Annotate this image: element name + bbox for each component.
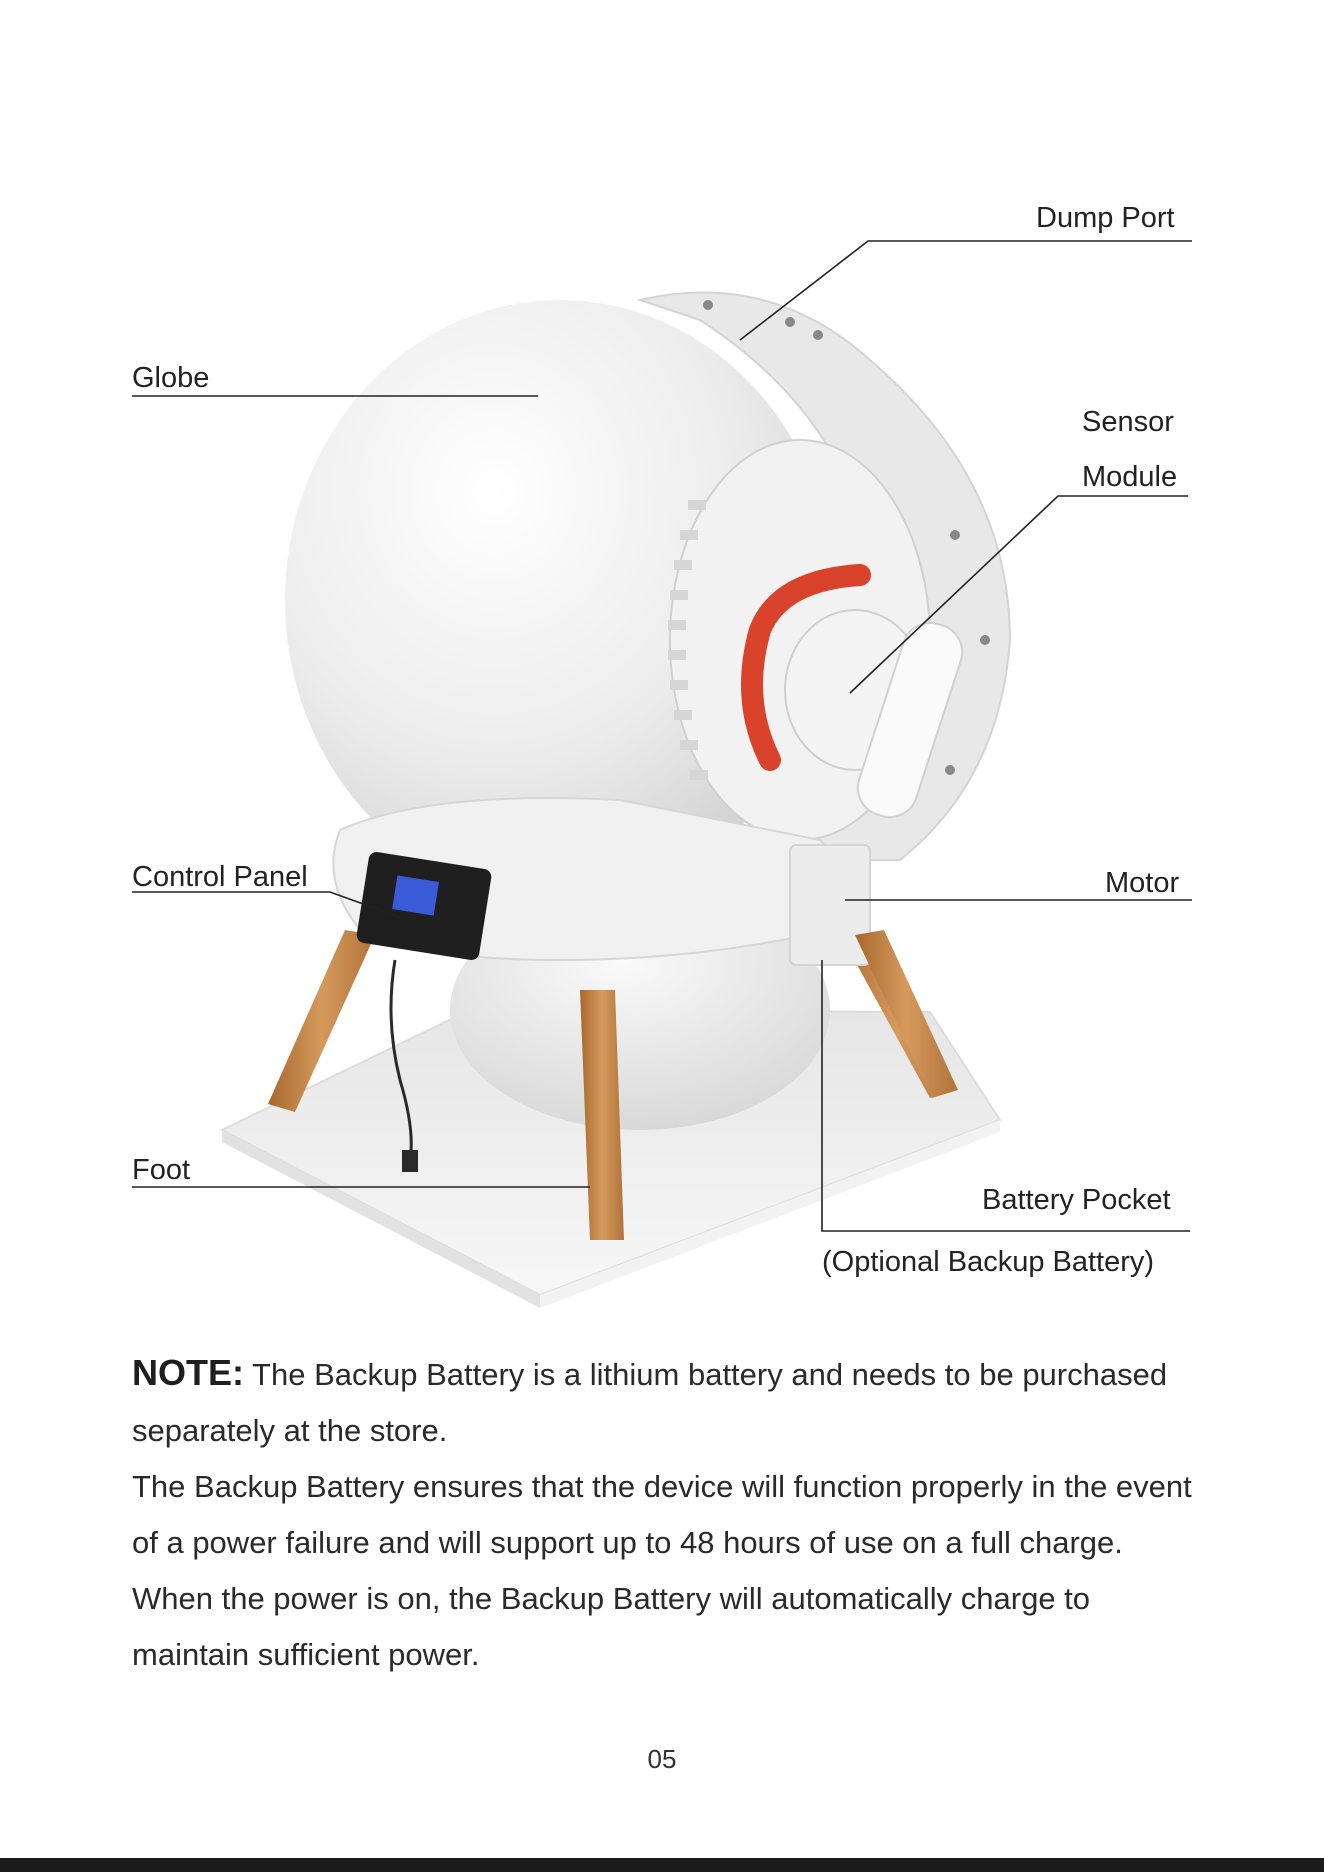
note-line1: The Backup Battery is a lithium battery … — [132, 1357, 1168, 1448]
label-foot: Foot — [132, 1154, 191, 1186]
label-dump-port: Dump Port — [1036, 202, 1175, 234]
note-paragraph2: The Backup Battery ensures that the devi… — [132, 1469, 1192, 1672]
label-control-panel: Control Panel — [132, 861, 308, 893]
bottom-rule — [0, 1858, 1324, 1872]
leader-lines — [132, 240, 1192, 1232]
foot-back-left — [268, 930, 375, 1112]
power-cable — [389, 959, 413, 1161]
leader-battery-pocket — [821, 960, 1190, 1232]
foot-front-right — [855, 930, 958, 1098]
red-seal — [741, 564, 871, 771]
label-sensor-line2: Module — [1082, 461, 1178, 493]
leader-dump-port — [739, 240, 1192, 341]
gear-ring — [668, 500, 708, 780]
label-globe: Globe — [132, 362, 210, 394]
leader-control-panel — [132, 891, 403, 919]
product-diagram — [132, 240, 1192, 1308]
ring-bolts — [703, 300, 990, 775]
foot-front-left — [580, 990, 624, 1240]
leader-sensor — [849, 495, 1188, 694]
label-battery-optional: (Optional Backup Battery) — [822, 1246, 1155, 1278]
label-motor: Motor — [1105, 867, 1180, 899]
note-block: NOTE: The Backup Battery is a lithium ba… — [132, 1345, 1212, 1683]
label-sensor-line1: Sensor — [1082, 406, 1174, 438]
motor-housing — [789, 844, 871, 966]
label-battery-pocket: Battery Pocket — [982, 1184, 1171, 1216]
page-number: 05 — [647, 1744, 677, 1774]
note-heading: NOTE: — [132, 1352, 244, 1393]
